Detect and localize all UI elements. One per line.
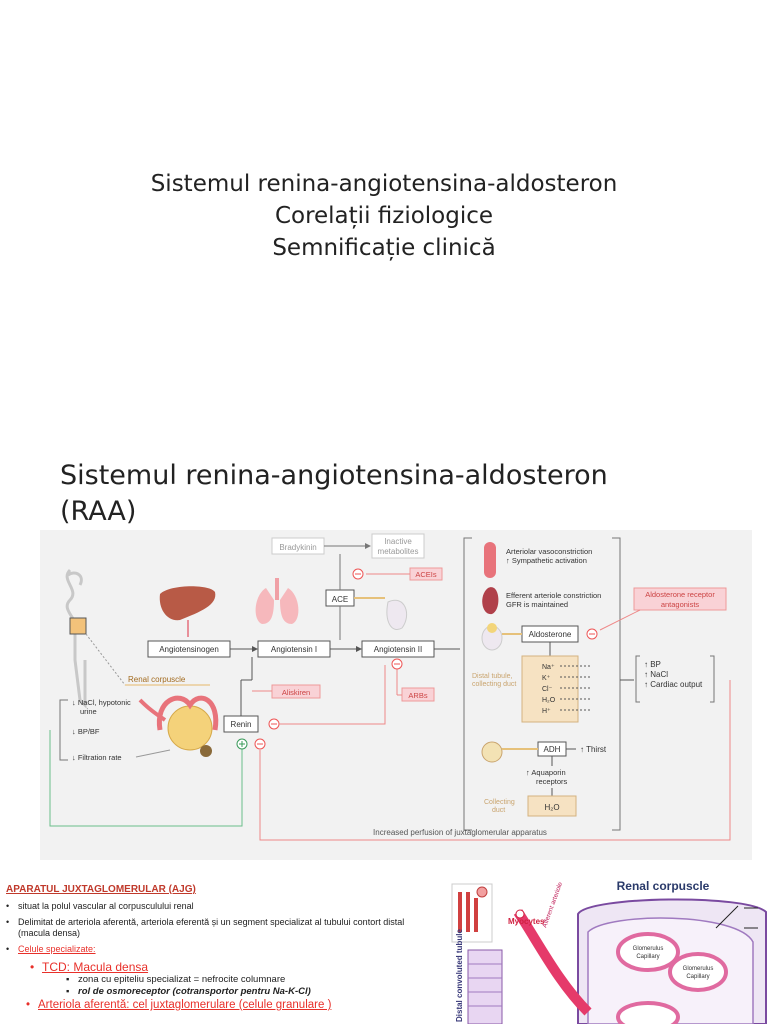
pituitary-icon <box>481 741 503 763</box>
ajg-rol: ▪ rol de osmoreceptor (cotransportor pen… <box>66 986 431 998</box>
bullet-glyph: ▪ <box>66 986 70 997</box>
ajg-bullet-1-text: situat la polul vascular al corpuscululu… <box>18 901 194 911</box>
bp-bf-label: ↓ BP/BF <box>72 727 100 736</box>
outcome-cardiac-output: ↑ Cardiac output <box>644 680 703 689</box>
slide2-title-line-2: (RAA) <box>60 496 137 527</box>
bullet-glyph: • <box>26 999 31 1011</box>
ajg-bullet-2: • Delimitat de arteriola aferentă, arter… <box>6 917 431 939</box>
ajg-zona: ▪ zona cu epiteliu specializat = nefroci… <box>66 974 431 986</box>
thirst-label: ↑ Thirst <box>580 745 607 754</box>
aliskiren-label: Aliskiren <box>282 688 310 697</box>
bullet-glyph: • <box>30 960 35 974</box>
efferent-label-2: GFR is maintained <box>506 600 568 609</box>
glomerulus-capillary-label-2: Capillary <box>636 954 659 960</box>
ajg-arteriola: • Arteriola aferentă: cel juxtaglomerula… <box>26 998 431 1012</box>
bullet-glyph: ▪ <box>66 974 70 985</box>
nacl-label-1: ↓ NaCl, hypotonic <box>72 698 131 707</box>
distal-tubule-block <box>521 655 579 723</box>
slide1-title: Sistemul renina-angiotensina-aldosteron … <box>0 168 768 264</box>
filtration-label: ↓ Filtration rate <box>72 753 122 762</box>
renal-corpuscle-label: Renal corpuscle <box>128 675 186 684</box>
distal-tubule-label: Distal convoluted tubule <box>455 929 464 1022</box>
inactive-label-2: metabolites <box>378 547 419 556</box>
aldosterone-label: Aldosterone <box>529 630 572 639</box>
slide1-title-line-3: Semnificație clinică <box>272 235 496 261</box>
ajg-arteriola-text: Arteriola aferentă: cel juxtaglomerulare… <box>38 999 332 1011</box>
ajg-tcd: • TCD: Macula densa <box>30 960 431 974</box>
ajg-tcd-text: TCD: Macula densa <box>42 960 149 974</box>
ajg-bullet-1: • situat la polul vascular al corpusculu… <box>6 901 431 912</box>
ajg-text: APARATUL JUXTAGLOMERULAR (AJG) • situat … <box>6 884 431 1012</box>
bullet-glyph: • <box>6 901 10 911</box>
ion-h: H⁺ <box>542 708 551 715</box>
angiotensinogen-label: Angiotensinogen <box>159 645 219 654</box>
arteriole-icon <box>484 542 496 578</box>
bradykinin-label: Bradykinin <box>279 543 316 552</box>
aldo-antagonists-box <box>633 587 727 611</box>
diagram-background <box>40 530 752 860</box>
slide1-title-line-1: Sistemul renina-angiotensina-aldosteron <box>150 171 618 197</box>
adh-label: ADH <box>544 745 561 754</box>
bullet-glyph: • <box>6 917 10 927</box>
renal-corpuscle-figure: Renal corpuscle Glomerulus Capillary Glo… <box>448 872 768 1024</box>
aquaporin-label-1: ↑ Aquaporin <box>526 768 566 777</box>
capillary-loop-2 <box>668 952 728 992</box>
outcome-nacl: ↑ NaCl <box>644 670 668 679</box>
glomerulus-capillary-label-1: Glomerulus <box>633 946 664 952</box>
capillary-loop-1 <box>616 932 680 972</box>
inactive-label-1: Inactive <box>384 537 412 546</box>
distal-tubule <box>467 949 503 1024</box>
inactive-metabolites-box <box>371 533 425 559</box>
ajg-bullet-3: • Celule specializate: <box>6 944 431 955</box>
collecting-label-1: Collecting <box>484 799 515 806</box>
ajg-bullet-3-text: Celule specializate: <box>18 944 96 954</box>
juxtaglomerular-sketch <box>138 695 219 757</box>
distal-label-1: Distal tubule, <box>472 673 513 680</box>
renin-label: Renin <box>231 720 252 729</box>
afferent-arteriole <box>513 909 592 1016</box>
ajg-heading: APARATUL JUXTAGLOMERULAR (AJG) <box>6 884 196 895</box>
outcome-bp: ↑ BP <box>644 660 661 669</box>
ajg-zona-text: zona cu epiteliu specializat = nefrocite… <box>78 974 286 985</box>
ion-cl: Cl⁻ <box>542 686 553 693</box>
slide2-title-line-1: Sistemul renina-angiotensina-aldosteron <box>60 460 608 491</box>
liver-icon <box>159 586 216 621</box>
raa-diagram: Renal corpuscle Bradykinin Inactive meta… <box>40 530 752 860</box>
myocyte-marker <box>515 909 525 919</box>
glomerulus-capillary-label-3: Glomerulus <box>683 966 714 972</box>
efferent-kidney-icon <box>482 587 499 615</box>
distal-label-2: collecting duct <box>472 681 516 688</box>
ace-label: ACE <box>332 595 348 604</box>
h2o-label: H₂O <box>544 803 559 812</box>
myocytes-label: Myocytes <box>508 917 545 926</box>
vaso-label-1: Arteriolar vasoconstriction <box>506 547 592 556</box>
aldo-antag-label-2: antagonists <box>661 600 700 609</box>
aldo-antag-label-1: Aldosterone receptor <box>645 590 715 599</box>
ajg-bullet-2-text: Delimitat de arteriola aferentă, arterio… <box>18 917 405 938</box>
aquaporin-label-2: receptors <box>536 777 568 786</box>
collecting-label-2: duct <box>492 807 505 814</box>
slide1-title-line-2: Corelații fiziologice <box>274 203 494 229</box>
angiotensin-1-label: Angiotensin I <box>271 645 317 654</box>
vaso-label-2: ↑ Sympathetic activation <box>506 556 587 565</box>
ion-k: K⁺ <box>542 675 551 682</box>
efferent-label-1: Efferent arteriole constriction <box>506 591 601 600</box>
nacl-label-2: urine <box>80 707 97 716</box>
ajg-rol-text: rol de osmoreceptor (cotransportor pentr… <box>78 986 311 997</box>
aceis-label: ACEIs <box>415 570 437 579</box>
kidney-icon <box>386 599 407 630</box>
nephron-thumbnail <box>451 883 493 943</box>
ion-h2o: H₂O <box>542 697 556 704</box>
collecting-duct-block <box>527 795 577 817</box>
perfusion-label: Increased perfusion of juxtaglomerular a… <box>373 828 547 837</box>
arbs-label: ARBs <box>408 691 427 700</box>
bullet-glyph: • <box>6 944 10 954</box>
angiotensin-2-label: Angiotensin II <box>374 645 422 654</box>
renal-corpuscle-marker <box>69 617 87 635</box>
glomerulus-capillary-label-4: Capillary <box>686 974 709 980</box>
renal-corpuscle-title: Renal corpuscle <box>617 879 710 893</box>
slide2-title: Sistemul renina-angiotensina-aldosteron … <box>60 458 740 530</box>
ion-na: Na⁺ <box>542 664 555 671</box>
lungs-icon <box>255 578 299 624</box>
